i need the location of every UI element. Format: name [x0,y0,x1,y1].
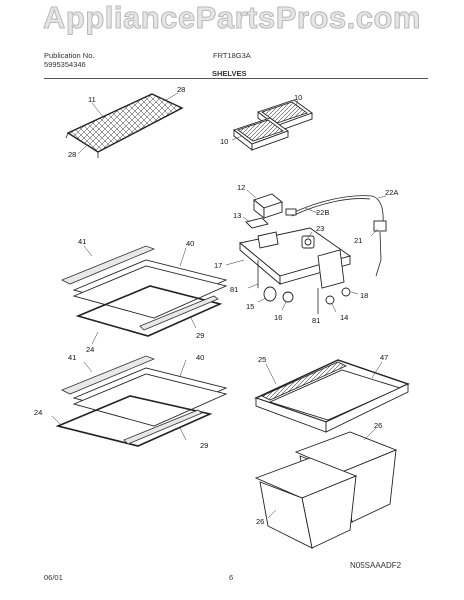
callout-26-left: 26 [256,517,264,526]
callout-29-upper: 29 [196,331,204,340]
publication-label: Publication No. [44,51,95,60]
callout-16: 16 [274,313,282,322]
publication-number: 5995354346 [44,60,86,69]
header-rule [44,78,428,79]
callout-18: 18 [360,291,368,300]
page-number: 6 [229,573,234,582]
model-number: FRT18G3A [213,51,251,60]
callout-25: 25 [258,355,266,364]
lower-glass-shelf [51,355,228,447]
diagram-code: N05SAAADF2 [350,561,402,570]
section-title: SHELVES [212,69,247,78]
crisper-cover [254,359,410,433]
callout-10-bottom: 10 [220,137,228,146]
callout-26-right: 26 [374,421,382,430]
callout-17: 17 [214,261,222,270]
callout-23: 23 [316,224,324,233]
upper-glass-shelf [61,245,228,345]
callout-labels: 28 11 28 10 10 12 13 22A 22B 23 21 17 81… [34,85,398,526]
control-housing [225,227,359,314]
callout-81-mid: 81 [312,316,320,325]
wire-shelf [65,92,184,158]
callout-14: 14 [340,313,348,322]
crisper-pans [254,427,398,549]
callout-47: 47 [380,353,388,362]
callout-28-bottom: 28 [68,150,76,159]
callout-22a: 22A [385,188,398,197]
ice-trays [231,99,313,151]
callout-22b: 22B [316,208,329,217]
callout-24-lower: 24 [34,408,42,417]
watermark-logo: AppliancePartsPros.com [43,0,421,36]
ice-bucket [242,189,283,229]
callout-10-top: 10 [294,93,302,102]
callout-29-lower: 29 [200,441,208,450]
callout-41-lower: 41 [68,353,76,362]
footer-date: 06/01 [44,573,63,582]
callout-28-top: 28 [177,85,185,94]
callout-40-upper: 40 [186,239,194,248]
callout-13: 13 [233,211,241,220]
callout-21: 21 [354,236,362,245]
callout-81-left: 81 [230,285,238,294]
wire-harness [285,195,387,277]
callout-41-upper: 41 [78,237,86,246]
callout-24-upper: 24 [86,345,94,354]
callout-12: 12 [237,183,245,192]
callout-40-lower: 40 [196,353,204,362]
callout-11: 11 [88,95,96,104]
callout-15: 15 [246,302,254,311]
